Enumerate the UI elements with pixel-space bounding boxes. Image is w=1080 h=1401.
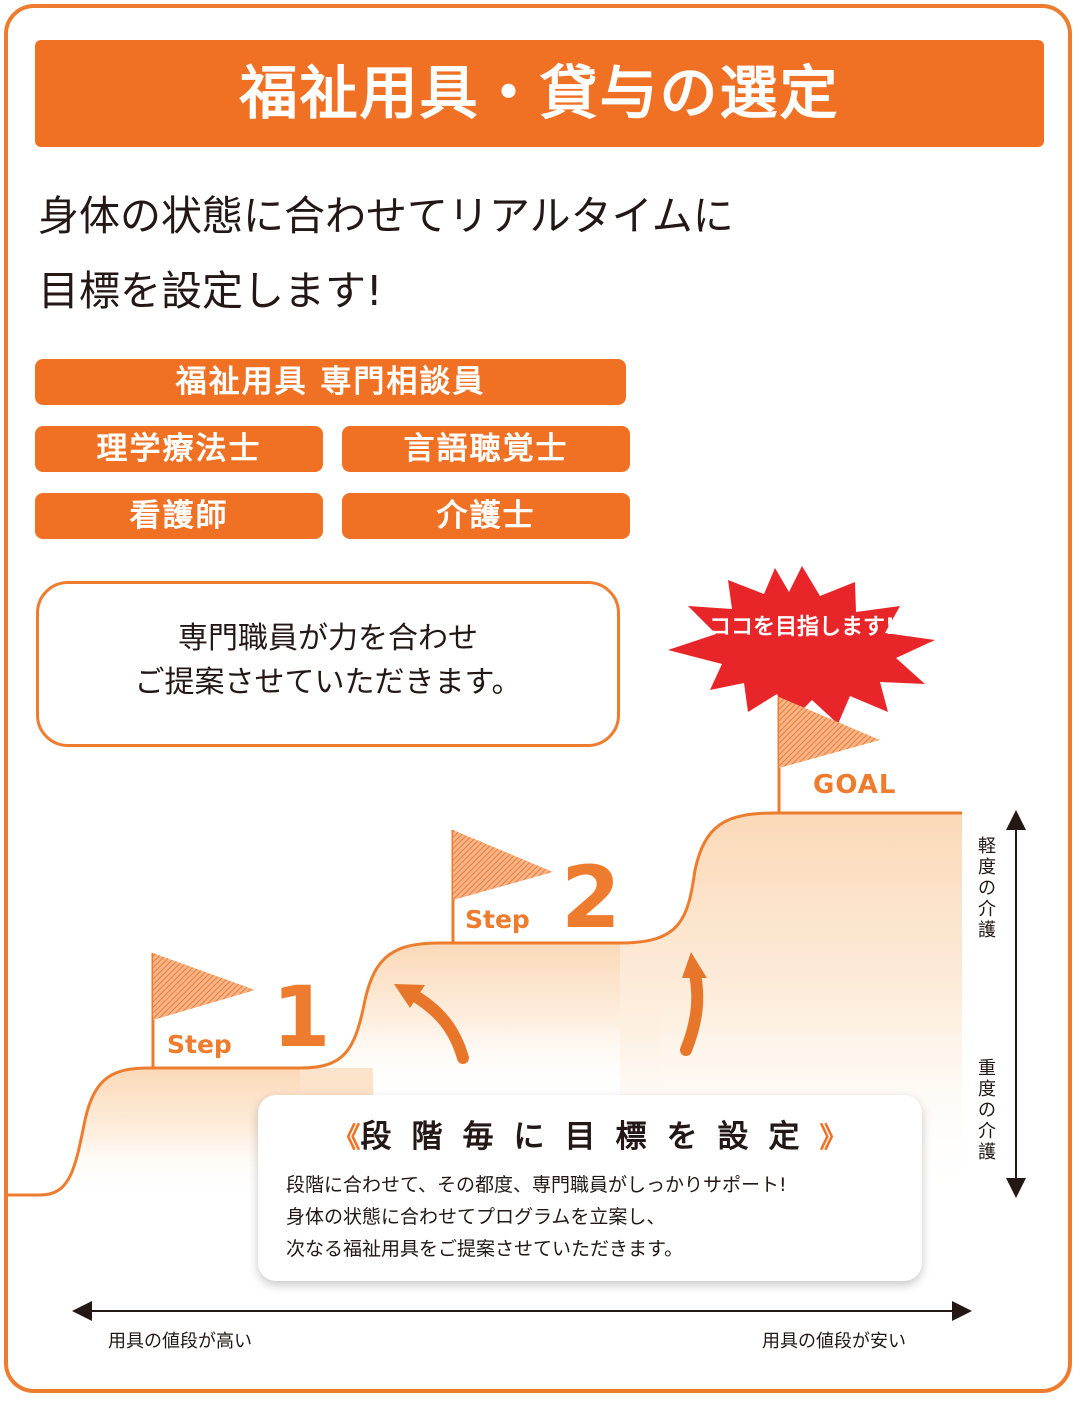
starburst-badge — [668, 566, 935, 724]
info-title-text: 段階毎に目標を設定 — [360, 1119, 820, 1155]
step-2-label: Step — [465, 905, 530, 934]
step-1-number: 1 — [272, 968, 331, 1066]
axis-label-low-price: 用具の値段が安い — [762, 1331, 906, 1352]
info-line-1: 段階に合わせて、その都度、専門職員がしっかりサポート! — [286, 1174, 787, 1196]
vert-char: の — [978, 878, 996, 899]
arrow-up-icon — [680, 952, 707, 1056]
axis-label-heavy-care: 重 度 の 介 護 — [976, 1058, 998, 1163]
bubble-line-1: 専門職員が力を合わせ — [178, 621, 478, 656]
vert-char: 重 — [978, 1058, 996, 1079]
axis-label-high-price: 用具の値段が高い — [108, 1331, 252, 1352]
lead-line-1: 身体の状態に合わせてリアルタイムに — [38, 192, 734, 240]
vert-char: 度 — [978, 857, 996, 878]
info-body: 段階に合わせて、その都度、専門職員がしっかりサポート! 身体の状態に合わせてプロ… — [286, 1169, 787, 1265]
axis-label-light-care: 軽 度 の 介 護 — [976, 836, 998, 941]
staff-badge-nurse: 看護師 — [35, 493, 323, 539]
goal-label: GOAL — [813, 770, 897, 800]
chevron-right-icon: 》 — [819, 1121, 848, 1154]
step-1-label: Step — [167, 1030, 232, 1059]
flag-icon — [777, 697, 880, 813]
info-title: 《段階毎に目標を設定》 — [258, 1111, 922, 1156]
arrow-up-icon — [394, 984, 469, 1064]
vert-char: 介 — [978, 1121, 996, 1142]
vert-char: 護 — [978, 920, 996, 941]
info-line-3: 次なる福祉用具をご提案させていただきます。 — [286, 1238, 684, 1260]
step-2-number: 2 — [561, 848, 621, 948]
vert-char: 護 — [978, 1142, 996, 1163]
vert-char: 軽 — [978, 836, 996, 857]
goal-callout-text: ココを目指します! — [708, 615, 896, 640]
chevron-left-icon: 《 — [332, 1121, 361, 1154]
info-line-2: 身体の状態に合わせてプログラムを立案し、 — [286, 1206, 666, 1228]
flag-icon — [151, 953, 255, 1068]
bubble-line-2: ご提案させていただきます。 — [134, 665, 522, 700]
staff-badge-st: 言語聴覚士 — [342, 426, 630, 472]
staircase-outline — [5, 811, 962, 1197]
vert-char: 度 — [978, 1079, 996, 1100]
staff-badge-caregiver: 介護士 — [342, 493, 630, 539]
care-level-axis — [1006, 810, 1026, 1198]
staircase-step-2 — [300, 943, 660, 1095]
page-title: 福祉用具・貸与の選定 — [35, 40, 1044, 147]
vert-char: の — [978, 1100, 996, 1121]
speech-bubble: 専門職員が力を合わせ ご提案させていただきます。 — [36, 581, 620, 747]
price-axis — [72, 1301, 972, 1321]
info-card: 《段階毎に目標を設定》 段階に合わせて、その都度、専門職員がしっかりサポート! … — [258, 1095, 922, 1281]
vert-char: 介 — [978, 899, 996, 920]
flag-icon — [451, 830, 553, 943]
staff-badge-consultant: 福祉用具 専門相談員 — [35, 359, 626, 405]
lead-line-2: 目標を設定します! — [38, 267, 383, 315]
staff-badge-pt: 理学療法士 — [35, 426, 323, 472]
